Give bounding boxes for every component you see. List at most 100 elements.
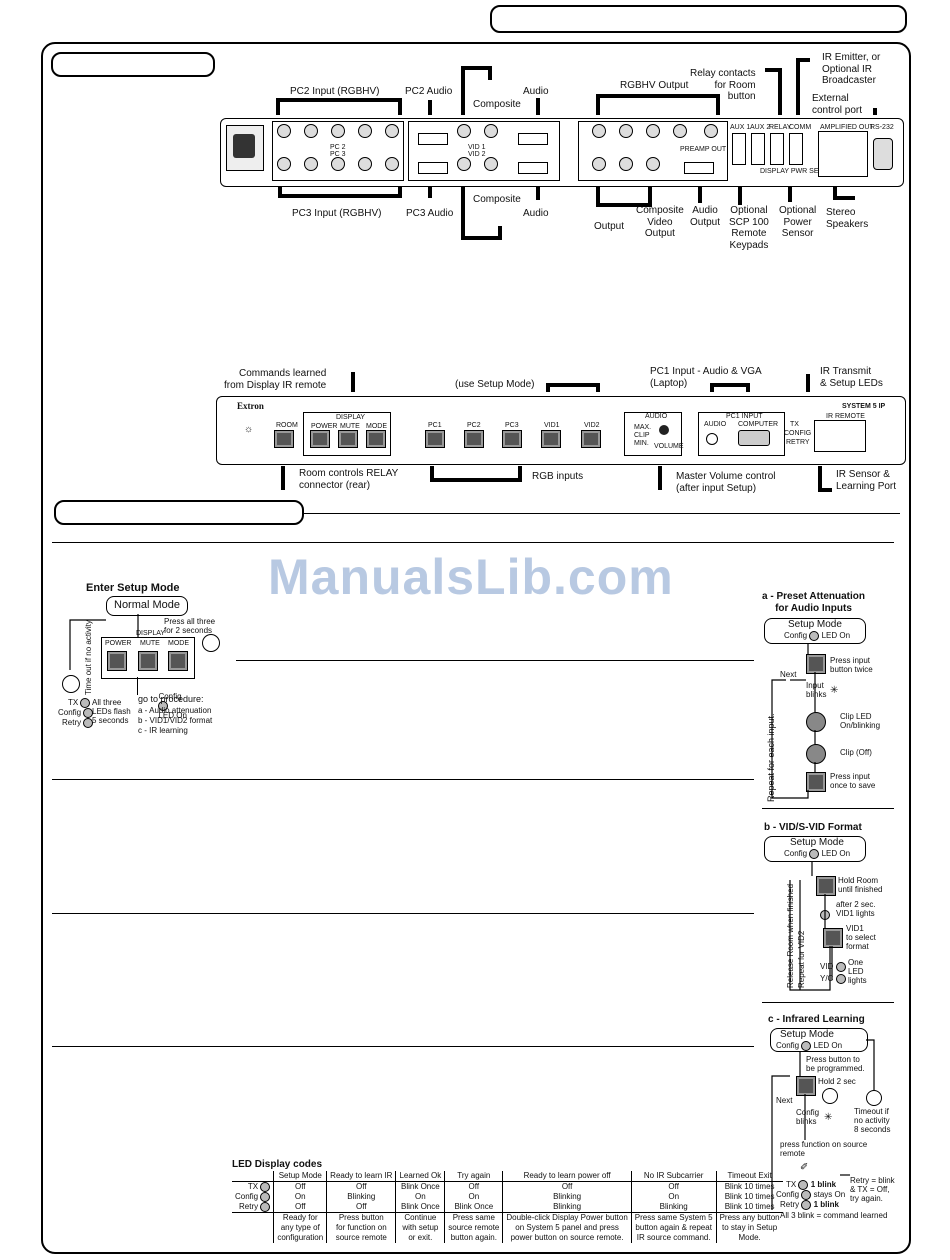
proc-c-setup-label: Setup Mode [780,1029,834,1040]
proc-c-clock-icon [822,1088,838,1104]
proc-b-vid-row: VID [820,962,846,972]
composite-video-output-label: Composite Video Output [636,205,684,239]
led-indicator [260,1192,271,1203]
display-label: DISPLAY [336,414,366,421]
proc-a-press-once: Press input once to save [830,772,876,791]
vid1-button[interactable] [541,430,561,448]
led-col-header: Try again [444,1171,503,1182]
proc-c-program-button[interactable] [796,1076,816,1096]
proc-b-yc-label: Y/C [820,974,834,984]
proc-b-config-row: Config LED On [784,849,850,859]
power-sensor-label: Optional Power Sensor [779,205,817,239]
proc-b-label: b - VID1/VID2 format [138,716,213,725]
page-frame [41,42,911,1254]
led-indicator [260,1202,271,1213]
led-cell: Off [273,1202,327,1213]
ir-emitter-label: IR Emitter, or Optional IR Broadcaster [822,52,881,86]
vga-port[interactable] [738,430,770,446]
light-icon: ☼ [244,424,254,435]
led-note: Ready for any type of configuration [273,1212,327,1244]
room-relay-label: Room controls RELAY connector (rear) [299,468,399,491]
proc-b-vid-label: VID [820,962,834,972]
proc-c-config-row-2: Config stays On [776,1190,845,1200]
audio-top-label: Audio [523,86,549,97]
proc-c-timeout-clock-icon [866,1090,882,1106]
led-note: Double-click Display Power button on Sys… [502,1212,632,1244]
setup-power-button[interactable] [107,651,127,671]
proc-b-room-button[interactable] [816,876,836,896]
led-cell: On [273,1192,327,1203]
led-cell: Off [326,1181,396,1193]
proc-c-tx-row: TX 1 blink [786,1180,836,1190]
vid2-button[interactable] [581,430,601,448]
callout-arrows [276,58,877,492]
proc-a-input-button[interactable] [806,654,826,674]
bnc-connector [277,157,291,171]
audio-output-label: Audio Output [690,205,721,228]
pc3-button[interactable] [502,430,522,448]
led-cell: Blink 10 times [715,1202,783,1213]
proc-a-setup-box [764,618,866,644]
proc-c-all-blink: All 3 blink = command learned [780,1211,888,1220]
volume-knob[interactable] [659,425,669,435]
setup-mode-button[interactable] [168,651,188,671]
led-cell: Blinking [326,1192,396,1203]
pc3-label: PC3 [505,422,519,429]
proc-b-config-led [809,849,820,859]
external-control-label: External control port [812,93,863,116]
power-inlet-socket [233,134,255,158]
led-codes-title: LED Display codes [232,1159,323,1170]
retry-led-row: Retry [62,718,94,728]
header-title-box [490,5,907,33]
proc-c-config-led [801,1041,812,1051]
mute-button[interactable] [338,430,358,448]
proc-c-blink1: 1 blink [810,1180,837,1190]
led-row-label: Retry [232,1202,274,1213]
config-led-row: Config LED On [154,683,187,721]
led-cell: Off [444,1181,503,1193]
vid1-panel-label: VID 1 [468,144,486,151]
config-led-row-2: Config [58,708,94,718]
power-button[interactable] [310,430,330,448]
led-cell: On [395,1192,445,1203]
room-button[interactable] [274,430,294,448]
led-indicator [260,1182,271,1192]
proc-c-led-on: LED On [813,1041,843,1051]
proc-a-clip-on: Clip LED On/blinking [840,712,881,731]
pc2-label: PC2 [467,422,481,429]
proc-b-setup-box [764,836,866,862]
stereo-speakers-label: Stereo Speakers [826,207,869,230]
terminal-block [418,162,448,174]
proc-a-knob-1[interactable] [806,712,826,732]
proc-b-vid1-button[interactable] [823,928,843,948]
vid2-panel-label: VID 2 [468,151,486,158]
proc-a-save-button[interactable] [806,772,826,792]
mode-button[interactable] [366,430,386,448]
led-cell: Blink 10 times [715,1181,783,1193]
proc-c-title: c - Infrared Learning [768,1014,865,1025]
bnc-connector [619,157,633,171]
proc-a-knob-2[interactable] [806,744,826,764]
tx-led-row: TX [68,698,91,708]
pc1-button[interactable] [425,430,445,448]
divider-1 [52,542,894,543]
audio-label: AUDIO [645,413,668,420]
section-rule [302,513,900,514]
proc-c-config-label-2: Config [776,1190,800,1200]
audio-jack[interactable] [706,433,718,445]
rgb-inputs-label: RGB inputs [532,471,584,482]
system-label: SYSTEM 5 IP [842,403,886,410]
pc2-button[interactable] [464,430,484,448]
setup-mute-button[interactable] [138,651,158,671]
tx-led [80,698,91,708]
tx-label: TX [790,421,799,428]
aux1-label: AUX 1 [730,124,751,131]
proc-c-press-button: Press button to be programmed. [806,1055,865,1074]
led-cell: On [630,1192,717,1203]
proc-a-press-twice: Press input button twice [830,656,873,675]
bnc-connector [592,157,606,171]
